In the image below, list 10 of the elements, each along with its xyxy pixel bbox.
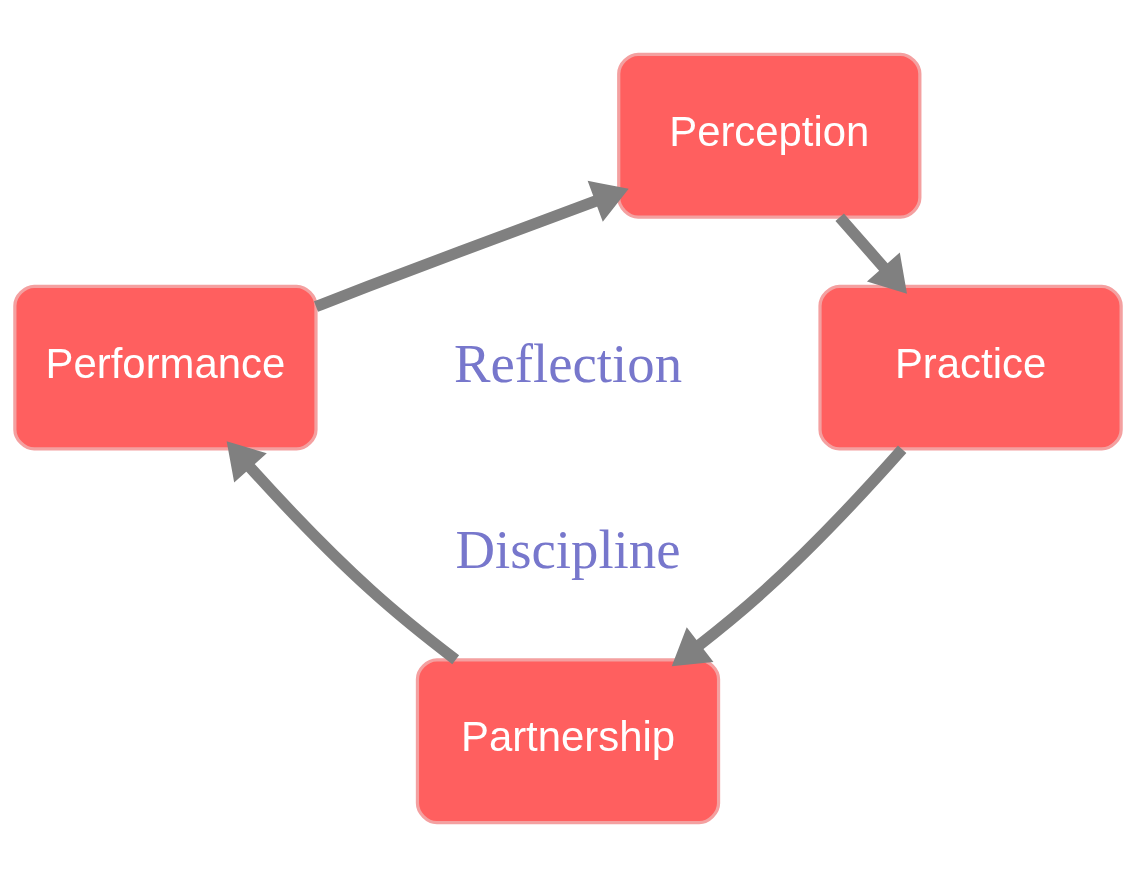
node-box: Partnership	[415, 657, 721, 824]
node-box: Perception	[617, 52, 922, 219]
node-box: Practice	[818, 284, 1123, 451]
node-box: Performance	[13, 284, 318, 451]
arrow	[671, 445, 907, 666]
arrow	[835, 213, 907, 294]
arrow	[313, 180, 629, 312]
label: Reflection	[453, 332, 683, 394]
label: Discipline	[455, 518, 681, 580]
arrow	[226, 440, 460, 664]
